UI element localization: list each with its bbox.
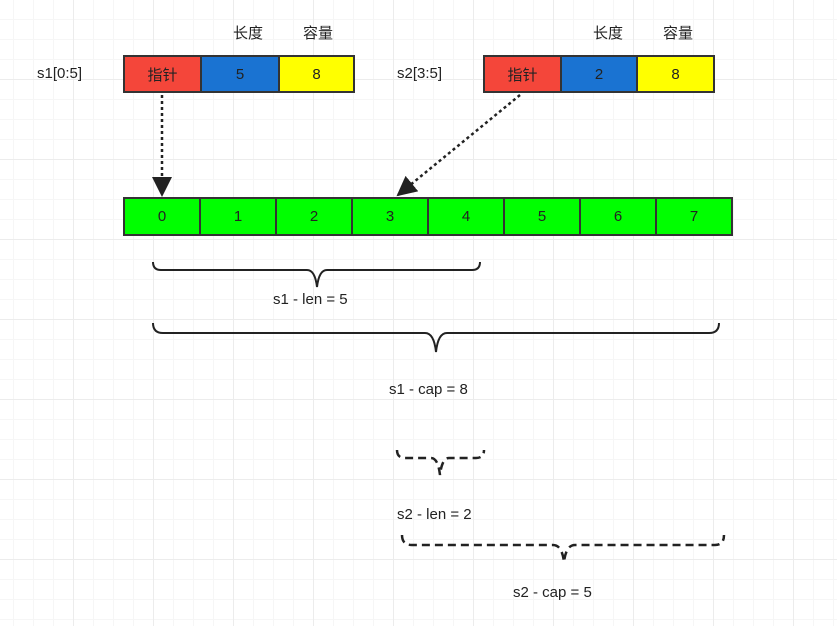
s1-cap-header: 容量 <box>302 25 333 42</box>
s2-cap-brace <box>400 534 726 563</box>
s1-cap-caption: s1 - cap = 8 <box>389 381 468 398</box>
array-element-5: 5 <box>503 197 581 236</box>
array-element-4: 4 <box>427 197 505 236</box>
s1-len-header: 长度 <box>232 25 263 42</box>
s2-len-header: 长度 <box>592 25 623 42</box>
array-element-6: 6 <box>579 197 657 236</box>
underlying-array: 0 1 2 3 4 5 6 7 <box>123 197 733 236</box>
s1-pointer-cell: 指针 <box>123 55 202 93</box>
array-element-2: 2 <box>275 197 353 236</box>
s2-pointer-arrow <box>396 94 521 197</box>
s1-len-brace <box>152 261 481 288</box>
s1-cap-cell: 8 <box>278 55 355 93</box>
s2-len-caption: s2 - len = 2 <box>397 506 472 523</box>
s1-cap-brace <box>152 322 720 353</box>
s1-slice-label: s1[0:5] <box>37 65 83 82</box>
array-element-0: 0 <box>123 197 201 236</box>
s2-cap-caption: s2 - cap = 5 <box>513 584 592 601</box>
s2-len-brace <box>395 449 486 476</box>
s1-len-caption: s1 - len = 5 <box>273 291 348 308</box>
s2-slice-label: s2[3:5] <box>397 65 443 82</box>
s1-len-cell: 5 <box>200 55 280 93</box>
s2-cap-cell: 8 <box>636 55 715 93</box>
s2-cap-header: 容量 <box>662 25 693 42</box>
array-element-7: 7 <box>655 197 733 236</box>
array-element-1: 1 <box>199 197 277 236</box>
